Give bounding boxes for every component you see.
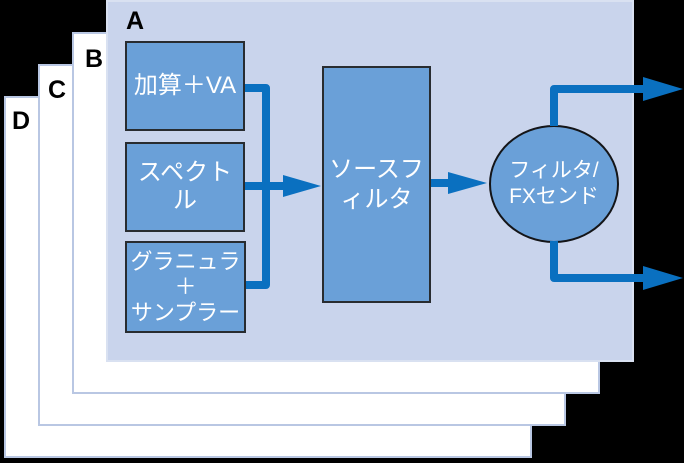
source-filter-box: ソースフ ィルタ <box>322 66 431 303</box>
source-box-spectral: スペクトル <box>125 142 245 232</box>
layer-label-c: C <box>48 76 67 104</box>
source-box-additive-va: 加算＋VA <box>125 41 245 131</box>
filter-fx-send-node: フィルタ/ FXセンド <box>489 125 619 243</box>
layer-label-a: A <box>126 7 145 35</box>
layer-label-d: D <box>12 107 31 135</box>
layer-label-b: B <box>85 45 104 73</box>
arrowhead-bottom-output-icon <box>643 266 683 290</box>
arrowhead-top-output-icon <box>643 77 683 101</box>
source-box-granular-sampler: グラニュラ ＋ サンプラー <box>125 241 246 333</box>
